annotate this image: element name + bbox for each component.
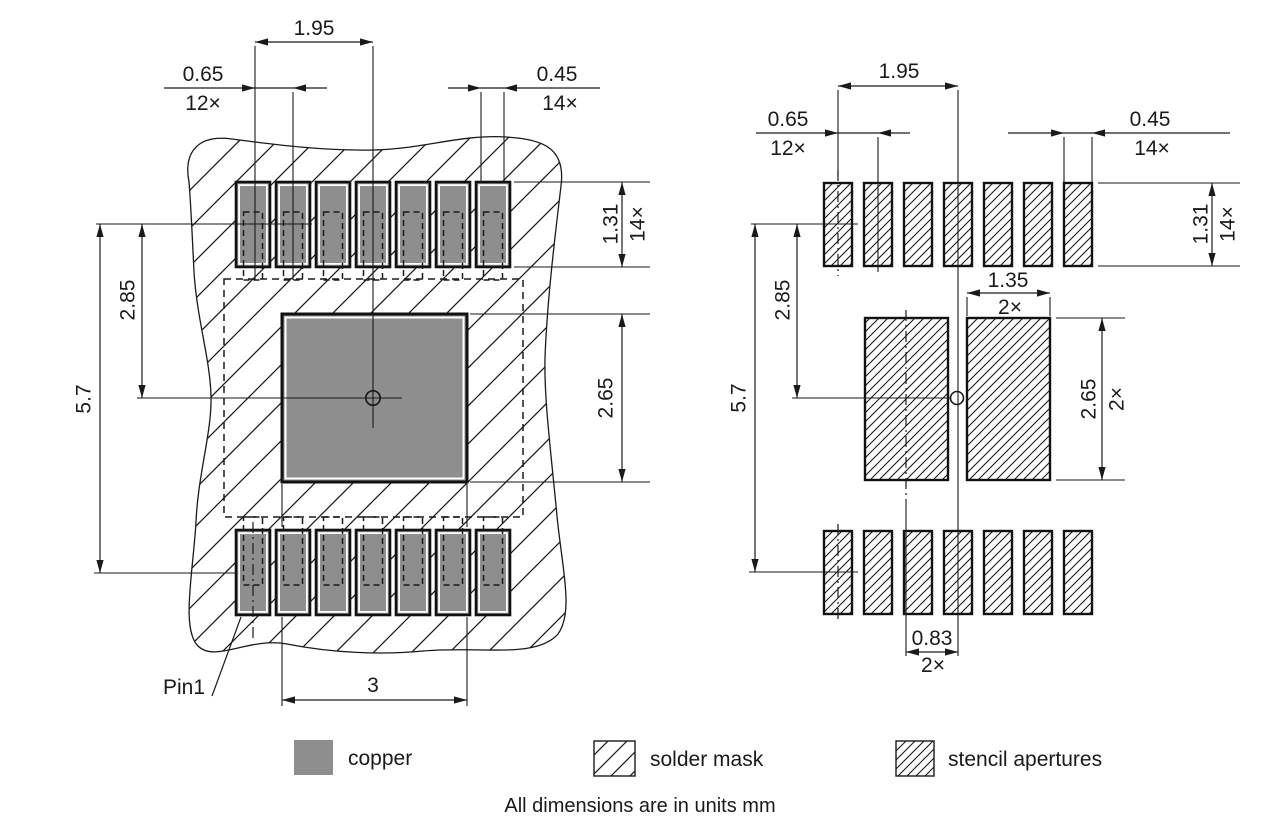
dim-center-aperture-width-value: 1.35 (988, 269, 1029, 292)
dim-aperture-width-count: 14× (1134, 137, 1170, 160)
pad (314, 528, 352, 617)
units-note: All dimensions are in units mm (504, 795, 775, 817)
stencil-aperture (1062, 181, 1094, 268)
right-extension-lines (749, 90, 1240, 656)
stencil-aperture (862, 529, 894, 616)
dim-aperture-width-value: 0.45 (1130, 108, 1171, 131)
right-dimension-labels: 1.95 0.65 12× 0.45 14× 1.31 14× 2.85 5.7… (728, 60, 1240, 677)
left-dimension-labels: 1.95 0.65 12× 0.45 14× 1.31 14× 2.85 5.7… (73, 17, 650, 699)
dim-group-pitch-label: 1.95 (294, 17, 335, 40)
dim-center-offset-count: 2× (921, 654, 945, 677)
dim-row-to-center: 2.85 (772, 280, 795, 321)
pad (274, 528, 312, 617)
dim-group-pitch-label: 1.95 (879, 60, 920, 83)
dim-pad-width-count: 14× (542, 92, 578, 115)
legend: copper solder mask stencil apertures (294, 740, 1102, 777)
pin1-leader-line (211, 616, 242, 697)
dim-pad-length-count: 14× (627, 206, 650, 242)
stencil-aperture (902, 529, 934, 616)
left-dimension-lines (96, 38, 626, 704)
left-view-copper-soldermask: 1.95 0.65 12× 0.45 14× 1.31 14× 2.85 5.7… (73, 17, 650, 706)
pad (394, 528, 432, 617)
solder-mask-swatch (593, 740, 636, 777)
dim-center-pad-height: 2.65 (595, 378, 618, 419)
solder-mask-label: solder mask (650, 748, 764, 771)
dim-center-aperture-height-count: 2× (1106, 387, 1129, 411)
dim-center-aperture-height-value: 2.65 (1078, 379, 1101, 420)
pad (474, 180, 512, 269)
stencil-aperture (1062, 529, 1094, 616)
stencil-aperture (982, 529, 1014, 616)
stencil-label: stencil apertures (948, 748, 1102, 771)
origin-crosshair (949, 390, 965, 406)
dim-pitch-value: 0.65 (183, 63, 224, 86)
stencil-aperture (982, 181, 1014, 268)
stencil-aperture (1022, 181, 1054, 268)
pad (314, 180, 352, 269)
origin-crosshair (364, 389, 382, 407)
stencil-swatch (895, 740, 935, 777)
dim-row-span: 5.7 (73, 384, 96, 413)
bottom-pad-row (234, 528, 512, 617)
dim-pad-length-value: 1.31 (600, 204, 623, 245)
pad (354, 528, 392, 617)
pad (434, 180, 472, 269)
right-dimension-lines (751, 82, 1230, 656)
pin1-label: Pin1 (163, 676, 205, 699)
dim-pad-width-value: 0.45 (537, 63, 578, 86)
left-extension-lines (94, 46, 650, 706)
dim-row-span: 5.7 (728, 383, 751, 412)
dim-pitch-count: 12× (770, 137, 806, 160)
pad (434, 528, 472, 617)
copper-label: copper (348, 747, 412, 770)
dim-pitch-count: 12× (185, 92, 221, 115)
dim-center-pad-width: 3 (367, 674, 379, 697)
dim-row-to-center: 2.85 (117, 280, 140, 321)
dim-center-aperture-width-count: 2× (998, 296, 1022, 319)
pad (474, 528, 512, 617)
dim-aperture-length-value: 1.31 (1190, 204, 1213, 245)
right-view-stencil: 1.95 0.65 12× 0.45 14× 1.31 14× 2.85 5.7… (728, 60, 1240, 677)
stencil-aperture (902, 181, 934, 268)
dim-aperture-length-count: 14× (1217, 206, 1240, 242)
stencil-aperture (1022, 529, 1054, 616)
dim-pitch-value: 0.65 (768, 108, 809, 131)
copper-swatch (294, 740, 333, 775)
pad (394, 180, 432, 269)
dim-center-offset-value: 0.83 (912, 627, 953, 650)
